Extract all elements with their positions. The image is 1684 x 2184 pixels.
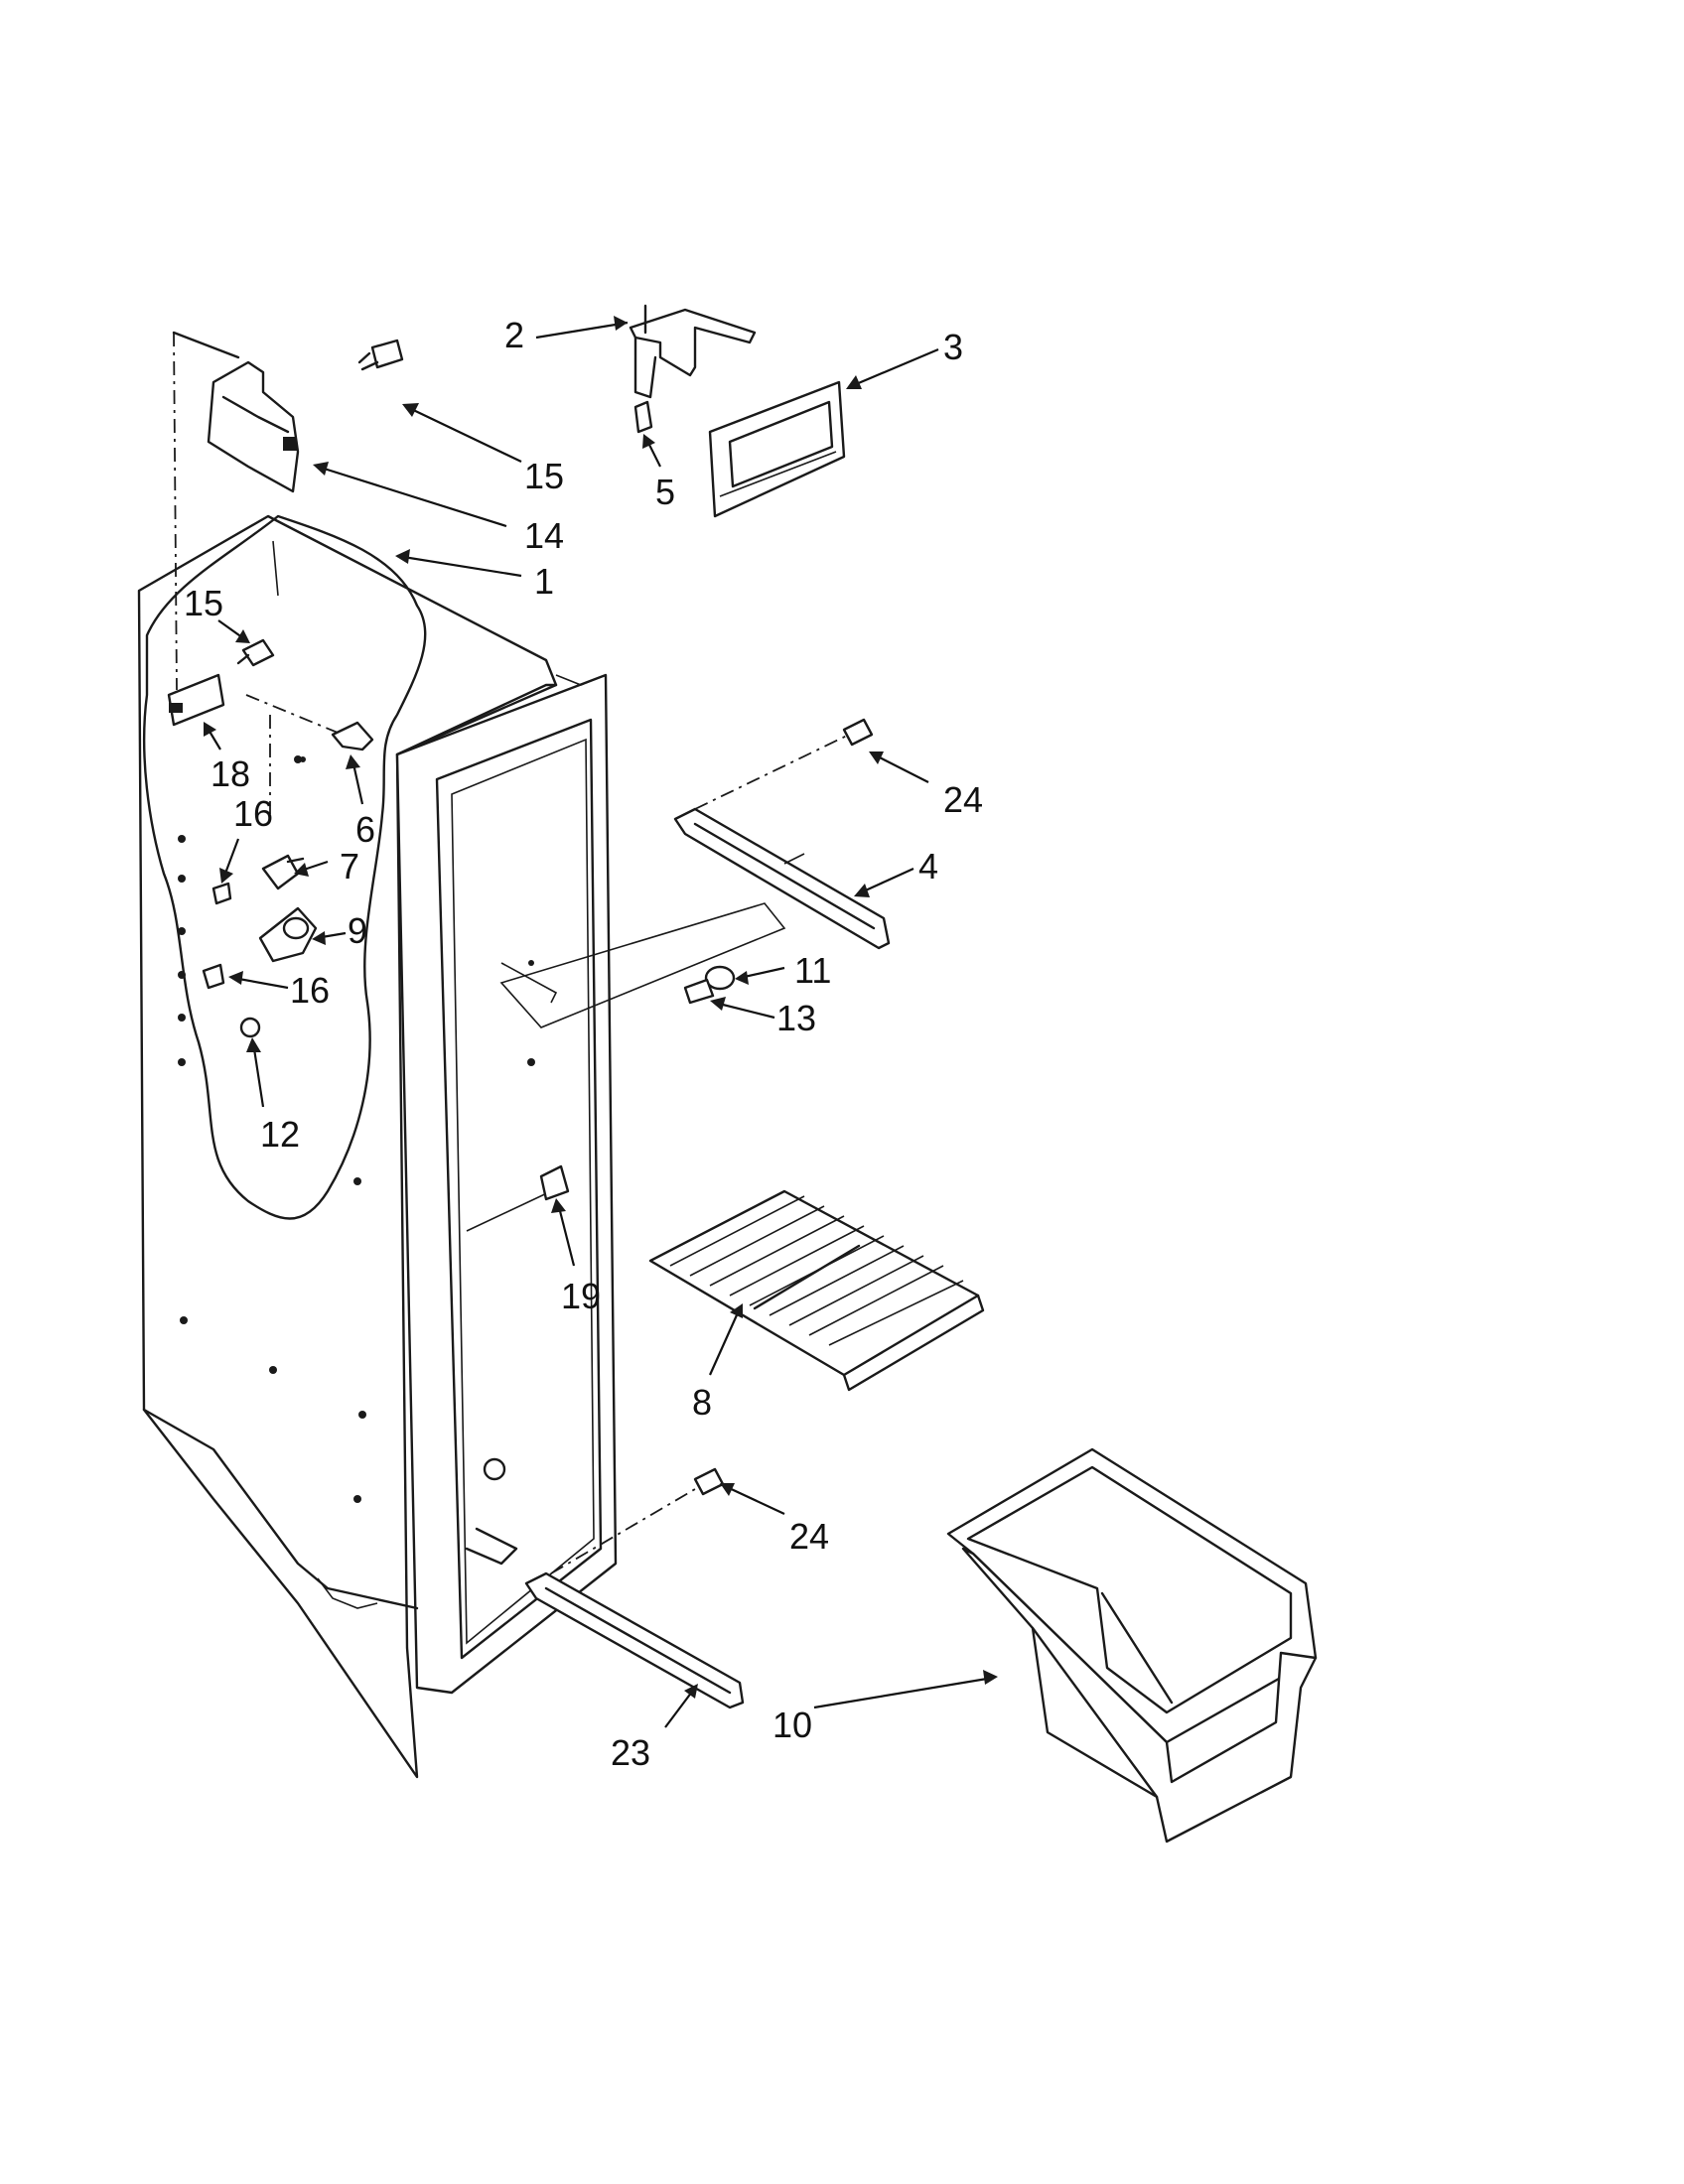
- callout-12: 12: [260, 1114, 300, 1155]
- callout-16-lower: 16: [290, 970, 330, 1011]
- callout-2: 2: [504, 315, 524, 355]
- panel-part-3: [708, 380, 846, 518]
- screw-part-15-inner: [236, 638, 275, 667]
- callout-13: 13: [776, 998, 816, 1038]
- callout-6: 6: [355, 809, 375, 850]
- callout-1: 1: [534, 561, 554, 602]
- light-housing-part-9: [258, 906, 318, 963]
- screw-part-24-lower: [693, 1467, 725, 1496]
- callout-8: 8: [692, 1382, 712, 1423]
- switch-part-19: [539, 1164, 570, 1201]
- callout-7: 7: [340, 846, 359, 887]
- bin-part-10: [946, 1447, 1318, 1843]
- assembly-line-top: [172, 331, 240, 359]
- callout-19: 19: [561, 1276, 601, 1316]
- bushing-part-11: [704, 965, 736, 991]
- freezer-liner: [137, 514, 618, 1779]
- callout-9: 9: [348, 910, 367, 951]
- callout-11: 11: [794, 950, 831, 991]
- assembly-line-6: [245, 694, 344, 736]
- callout-24-upper: 24: [943, 779, 983, 820]
- callout-5: 5: [655, 472, 675, 512]
- callout-labels: 2 3 5 15 14 1 15 18 6 16 7 9 16 12 24 4 …: [184, 315, 983, 1773]
- bracket-part-6: [331, 721, 374, 751]
- screw-part-15-top: [357, 339, 404, 371]
- leader-lines: [204, 316, 998, 1728]
- callout-24-lower: 24: [789, 1516, 829, 1557]
- screw-part-12: [239, 1017, 261, 1038]
- screw-part-24-upper: [842, 718, 874, 747]
- callout-14: 14: [524, 515, 564, 556]
- callout-18: 18: [210, 753, 250, 794]
- assembly-plane-11: [499, 902, 786, 1028]
- screw-part-13: [683, 978, 715, 1005]
- assembly-line-left: [173, 332, 178, 691]
- assembly-line-24-upper: [694, 734, 850, 810]
- callout-4: 4: [918, 846, 938, 887]
- callout-15-top: 15: [524, 456, 564, 496]
- bracket-part-18: [167, 673, 225, 727]
- callout-23: 23: [611, 1732, 650, 1773]
- callout-10: 10: [772, 1705, 812, 1745]
- bracket-part-2: [629, 304, 757, 399]
- callout-3: 3: [943, 327, 963, 367]
- bracket-part-14: [207, 360, 300, 493]
- shelf-support-part-23: [524, 1571, 745, 1709]
- wire-shelf-part-8: [648, 1189, 985, 1392]
- screw-part-16-lower: [202, 963, 225, 990]
- callout-15-inner: 15: [184, 583, 223, 623]
- screw-part-5: [633, 400, 653, 434]
- screw-part-16-upper: [211, 882, 232, 905]
- callout-16-upper: 16: [233, 793, 273, 834]
- shelf-support-part-4: [673, 807, 891, 950]
